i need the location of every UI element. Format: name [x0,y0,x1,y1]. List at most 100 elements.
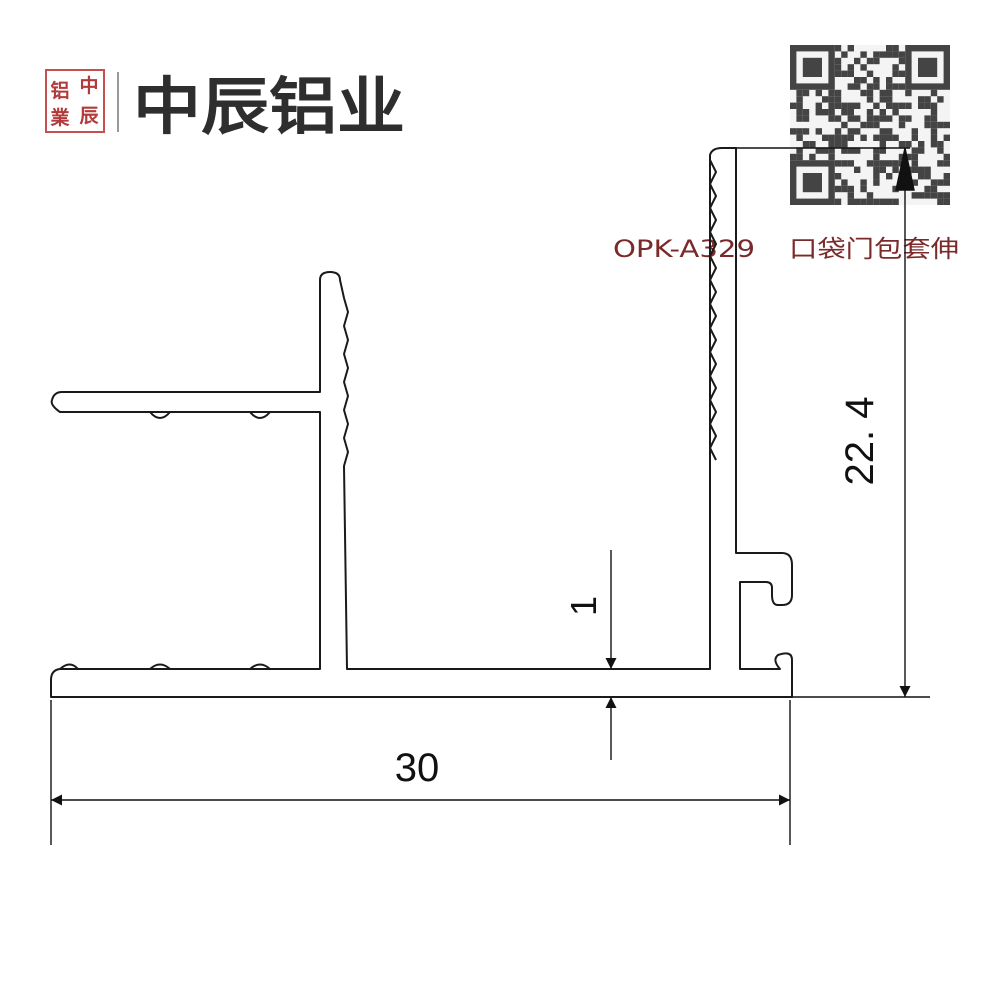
qr-module [860,64,867,71]
qr-module [841,102,848,109]
qr-module [879,128,886,135]
qr-module [943,134,950,141]
qr-module [860,185,867,193]
qr-module [841,185,848,193]
qr-module [943,173,950,180]
qr-module [930,89,938,97]
qr-module [879,147,886,154]
qr-module [866,121,874,129]
qr-module [943,121,950,129]
qr-finder [802,173,822,193]
qr-module [879,109,886,116]
qr-module [834,185,842,193]
qr-module [828,153,835,161]
qr-module [866,83,874,90]
dimension-lines [50,147,930,845]
qr-module [937,192,944,199]
qr-module [802,109,810,116]
qr-module [937,121,944,129]
qr-module [847,134,854,141]
qr-module [834,96,842,103]
qr-module [841,134,848,141]
qr-module [796,128,803,135]
qr-module [892,198,899,205]
qr-module [790,102,797,109]
qr-module [860,179,867,186]
qr-module [828,115,835,122]
brand-name: 中辰铝业 [133,70,405,143]
qr-module [879,160,886,167]
qr-finder [802,57,822,77]
qr-module [873,179,880,186]
qr-module [930,185,938,193]
qr-module [911,153,918,161]
qr-module [937,160,944,167]
qr-module [911,166,918,173]
qr-module [873,121,880,129]
qr-module [873,102,880,109]
qr-module [886,173,893,180]
qr-module [918,141,925,148]
qr-module [847,109,854,116]
qr-module [834,70,842,77]
qr-module [802,128,810,135]
qr-module [886,51,893,58]
qr-module [802,141,810,148]
qr-module [873,153,880,161]
qr-module [873,57,880,65]
qr-module [892,45,899,52]
product-name: 口袋门包套伸 [789,235,959,263]
qr-module [841,51,848,58]
qr-module [828,141,835,148]
qr-module [802,115,810,122]
qr-module [924,115,931,122]
qr-module [854,57,861,65]
qr-module [918,192,925,199]
qr-module [873,83,880,90]
qr-module [911,134,918,141]
qr-module [873,198,880,205]
qr-module [930,179,938,186]
qr-module [790,153,797,161]
qr-module [828,89,835,97]
qr-module [790,128,797,135]
qr-module [828,102,835,109]
qr-module [796,96,803,103]
qr-module [847,160,854,167]
qr-module [847,83,854,90]
qr-module [815,89,822,97]
qr-module [834,198,842,205]
qr-module [854,102,861,109]
qr-module [796,102,803,109]
qr-module [930,134,938,141]
width-label: 30 [395,746,440,790]
qr-module [892,51,899,58]
qr-module [886,89,893,97]
qr-module [841,160,848,167]
qr-module [898,153,906,161]
qr-module [847,115,854,122]
qr-module [841,141,848,148]
qr-module [860,89,867,97]
qr-module [854,77,861,84]
qr-module [886,134,893,141]
qr-module [847,64,854,71]
qr-module [898,57,906,65]
company-seal: 铝 中 業 辰 [45,69,105,133]
qr-module [860,198,867,205]
qr-module [905,115,912,122]
qr-module [834,173,842,180]
qr-module [930,141,938,148]
qr-module [943,160,950,167]
qr-module [892,160,899,167]
qr-module [879,198,886,205]
qr-module [898,83,906,90]
qr-module [866,198,874,205]
qr-module [905,153,912,161]
qr-module [892,134,899,141]
seal-char-2: 中 [79,74,98,97]
qr-module [834,134,842,141]
qr-module [937,141,944,148]
qr-module [918,102,925,109]
qr-module [898,141,906,148]
